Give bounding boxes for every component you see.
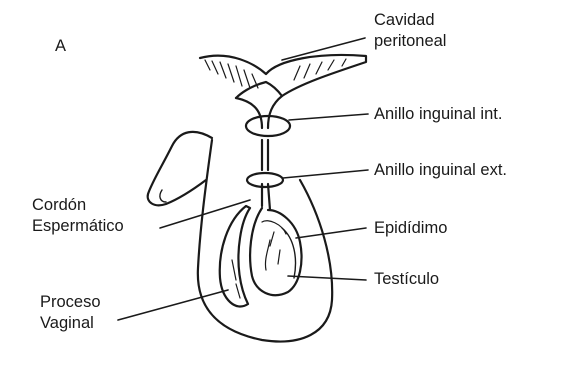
leader-cavidad bbox=[282, 38, 365, 60]
peritoneal-cavity-drawing bbox=[200, 55, 366, 98]
label-epididimo: Epidídimo bbox=[374, 218, 447, 239]
label-anillo-inguinal-ext: Anillo inguinal ext. bbox=[374, 160, 507, 181]
label-cordon-espermatico: Cordón Espermático bbox=[32, 195, 124, 237]
scrotum-drawing bbox=[198, 140, 332, 341]
label-cordon-line-1: Cordón bbox=[32, 195, 124, 216]
external-ring-drawing bbox=[247, 173, 283, 187]
label-cavidad-peritoneal: Cavidad peritoneal bbox=[374, 10, 446, 52]
panel-letter: A bbox=[55, 36, 66, 57]
label-cavidad-line-1: Cavidad bbox=[374, 10, 446, 31]
label-proceso-line-2: Vaginal bbox=[40, 313, 101, 334]
label-cordon-line-2: Espermático bbox=[32, 216, 124, 237]
penis-drawing bbox=[148, 132, 212, 205]
leader-testiculo bbox=[288, 276, 366, 280]
label-cavidad-line-2: peritoneal bbox=[374, 31, 446, 52]
label-proceso-vaginal: Proceso Vaginal bbox=[40, 292, 101, 334]
testis-drawing bbox=[250, 208, 301, 295]
vaginal-tract-drawing bbox=[236, 96, 282, 210]
leader-anillo-int bbox=[289, 114, 368, 120]
label-anillo-inguinal-int: Anillo inguinal int. bbox=[374, 104, 502, 125]
label-testiculo: Testículo bbox=[374, 269, 439, 290]
label-proceso-line-1: Proceso bbox=[40, 292, 101, 313]
leader-anillo-ext bbox=[283, 170, 368, 178]
leader-epididimo bbox=[296, 228, 366, 238]
